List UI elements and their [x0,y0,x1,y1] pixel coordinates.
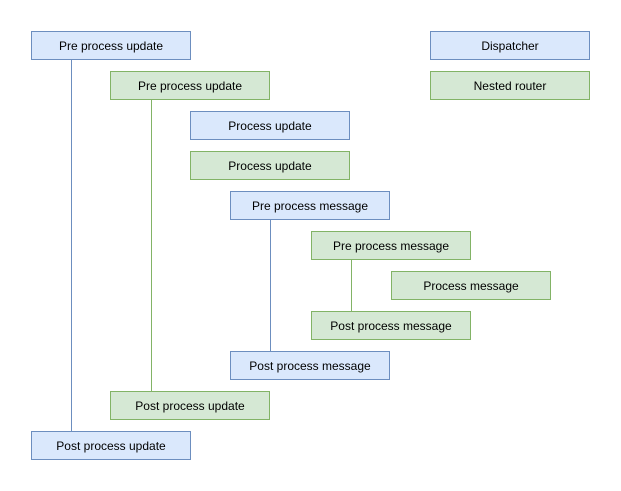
node-post-process-update-router: Post process update [110,391,270,420]
node-post-process-message-dispatcher: Post process message [230,351,390,380]
node-pre-process-update-router: Pre process update [110,71,270,100]
node-dispatcher-legend: Dispatcher [430,31,590,60]
node-process-update-dispatcher: Process update [190,111,350,140]
dispatcher-update-lifeline [71,60,72,431]
router-update-lifeline [151,100,152,391]
dispatcher-message-lifeline [270,220,271,351]
node-pre-process-update-dispatcher: Pre process update [31,31,191,60]
node-nested-router-legend: Nested router [430,71,590,100]
node-post-process-message-router: Post process message [311,311,471,340]
router-message-lifeline [351,260,352,311]
node-pre-process-message-router: Pre process message [311,231,471,260]
node-post-process-update-dispatcher: Post process update [31,431,191,460]
node-process-update-router: Process update [190,151,350,180]
node-pre-process-message-dispatcher: Pre process message [230,191,390,220]
node-process-message-router: Process message [391,271,551,300]
